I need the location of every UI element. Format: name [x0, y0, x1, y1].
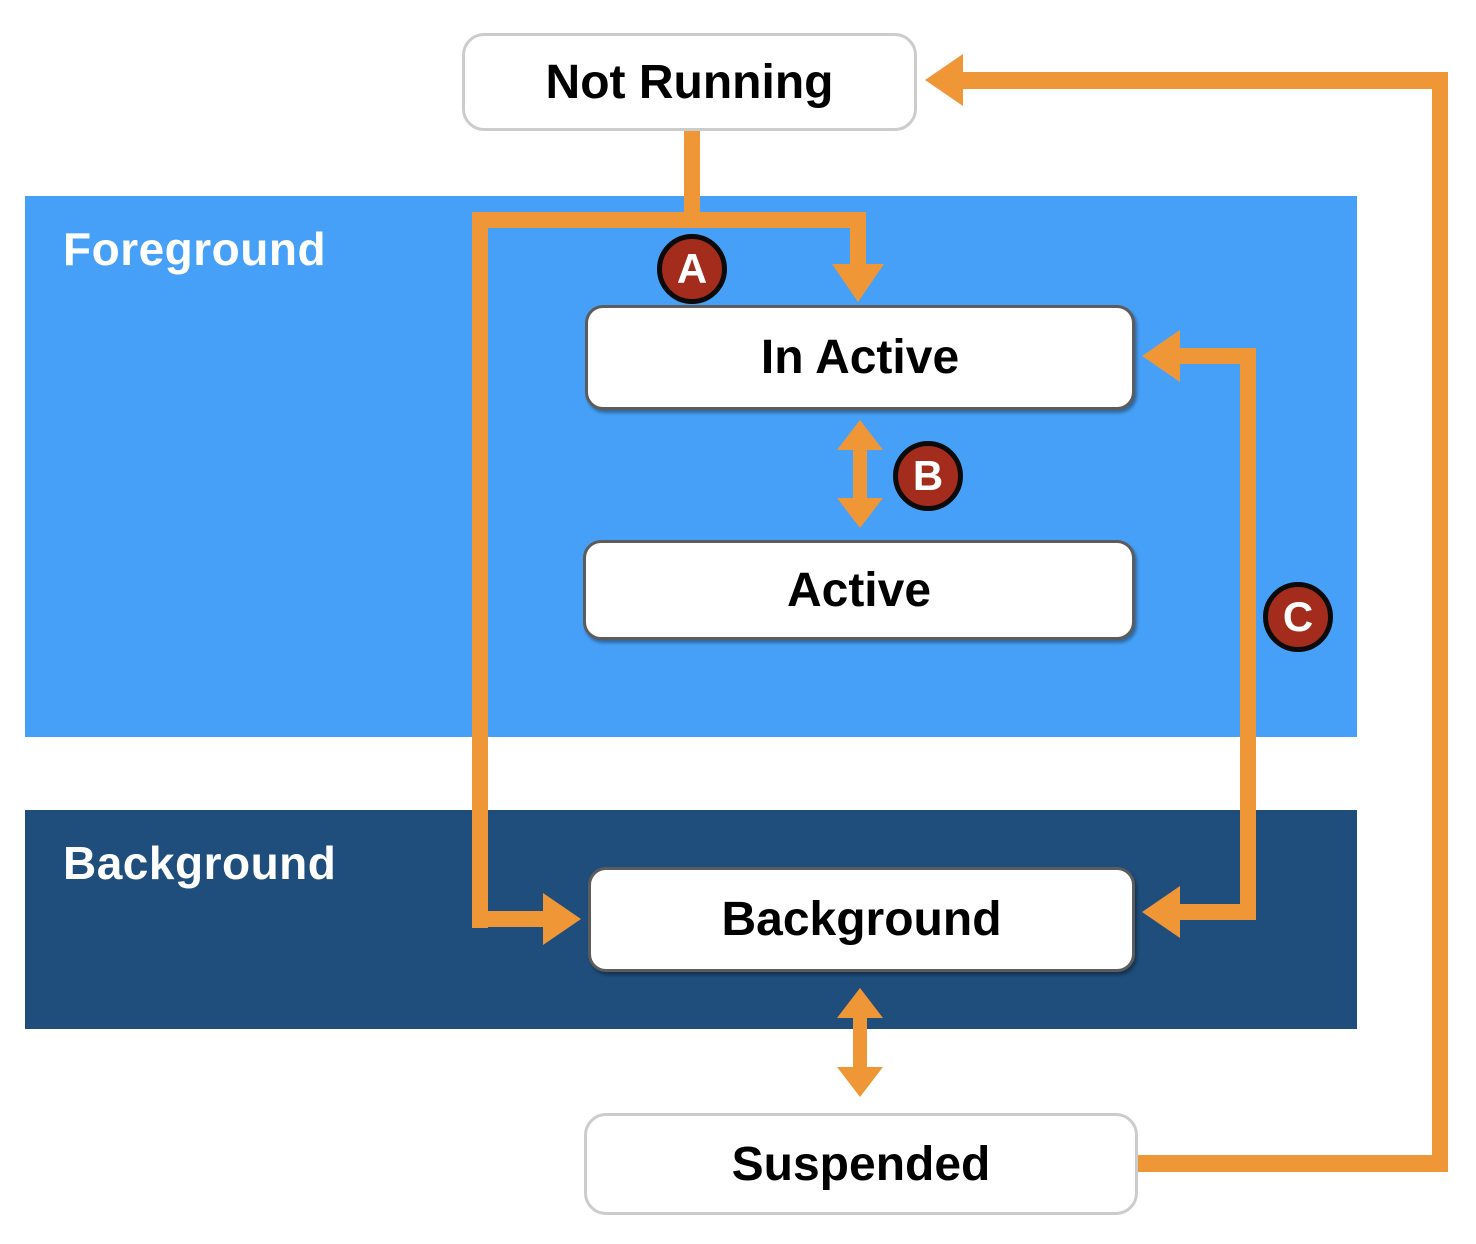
arrowhead-down — [837, 1067, 883, 1097]
arrow-segment — [1138, 1155, 1448, 1172]
state-background: Background — [588, 867, 1135, 972]
badge-b-label: B — [912, 452, 944, 499]
arrow-segment — [1178, 348, 1256, 364]
state-not-running: Not Running — [462, 33, 917, 131]
arrow-segment — [853, 448, 867, 500]
badge-c: C — [1263, 582, 1333, 652]
arrow-segment — [472, 212, 866, 228]
arrowhead-up — [837, 988, 883, 1018]
arrowhead-down — [837, 498, 883, 528]
state-suspended: Suspended — [584, 1113, 1138, 1215]
arrowhead-into-notrunning — [925, 54, 963, 106]
arrow-segment — [1432, 72, 1448, 1172]
state-suspended-label: Suspended — [731, 1137, 991, 1191]
arrowhead-into-inactive — [1142, 330, 1180, 382]
foreground-region-label: Foreground — [63, 223, 327, 275]
arrowhead-up — [837, 420, 883, 450]
arrowhead-into-inactive — [832, 264, 884, 302]
badge-a: A — [657, 234, 727, 304]
arrow-segment — [684, 131, 700, 227]
arrow-segment — [488, 911, 543, 927]
state-background-label: Background — [721, 893, 1002, 946]
arrowhead-into-background — [543, 893, 581, 945]
background-region-label: Background — [63, 837, 337, 889]
state-active-label: Active — [786, 563, 932, 617]
badge-c-label: C — [1282, 593, 1314, 640]
arrow-segment — [961, 72, 1432, 89]
arrow-segment — [472, 228, 488, 928]
state-in-active: In Active — [585, 305, 1135, 410]
badge-b: B — [893, 441, 963, 511]
state-not-running-label: Not Running — [545, 55, 834, 109]
state-active: Active — [583, 540, 1135, 640]
background-region: Background — [25, 810, 1357, 1029]
arrow-segment — [853, 1016, 867, 1069]
arrow-segment — [1178, 904, 1256, 920]
badge-a-label: A — [676, 245, 708, 292]
arrowhead-into-background — [1142, 886, 1180, 938]
state-in-active-label: In Active — [760, 331, 960, 384]
arrow-segment — [1240, 348, 1256, 920]
arrow-segment — [850, 212, 866, 264]
